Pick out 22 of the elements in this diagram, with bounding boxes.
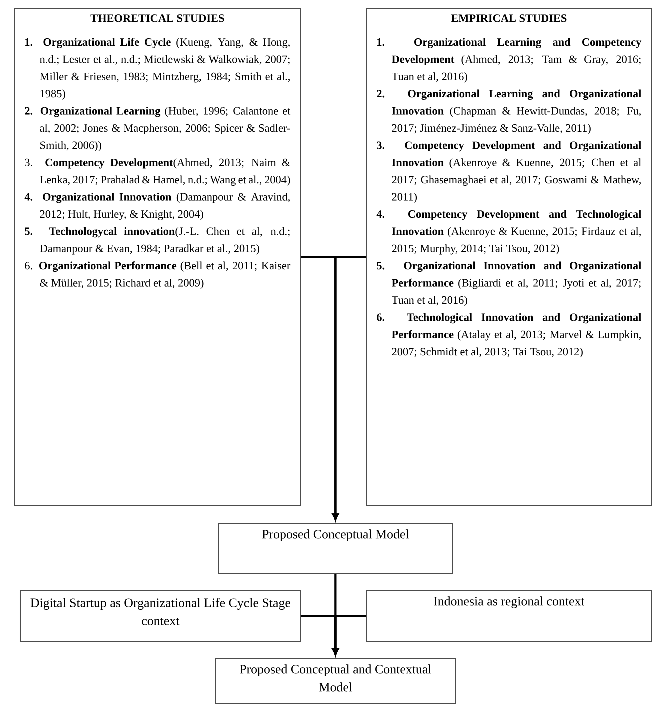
process-box: Proposed Conceptual Model: [218, 523, 454, 574]
heading: THEORETICAL STUDIES: [90, 14, 224, 22]
list-item: 6. Organizational Performance (Bell et al, 2011; Kaiser & Müller, 2015; Richard et al, 2009): [25, 262, 291, 290]
list-item: 5. Organizational Innovation and Organizational Performance (Bigliardi et al, 2011; Jyoti et al, 2017; Tuan et al, 2016): [377, 262, 642, 306]
list-item: 3. Competency Development(Ahmed, 2013; Naim & Lenka, 2017; Prahalad & Hamel, n.d.; Wang et al., 2004): [25, 158, 290, 186]
list-item: 4. Organizational Innovation (Damanpour & Aravind, 2012; Hult, Hurley, & Knight, 2004): [24, 192, 290, 220]
list-item: 3. Competency Development and Organizational Innovation (Akenroye & Kuenne, 2015; Chen et al 2017; Ghasemaghaei et al, 2017; Goswami & Mathew, 2011): [377, 141, 642, 204]
list-item: 6. Technological Innovation and Organizational Performance (Atalay et al, 2013; Marvel & Lumpkin, 2007; Schmidt et al, 2013; Tai Tsou, 2012): [377, 313, 642, 358]
heading: EMPIRICAL STUDIES: [451, 14, 567, 22]
list-item: 5. Technologycal innovation(J.-L. Chen et al, n.d.; Damanpour & Evan, 1984; Paradkar et al., 2015): [25, 227, 290, 255]
list-item: 1. Organizational Learning and Competency Development (Ahmed, 2013; Tam & Gray, 2016; Tuan et al, 2016): [378, 38, 642, 83]
process-box: Digital Startup as Organizational Life Cycle Stage context: [20, 590, 302, 642]
list-item: 1. Organizational Life Cycle (Kueng, Yang, & Hong, n.d.; Lester et al., n.d.; Mietlewski & Walkowiak, 2007; Miller & Friesen, 1983; Mintzberg, 1984; Smith et al., 1985): [26, 38, 290, 100]
studies-box: [366, 8, 652, 506]
process-box: Proposed Conceptual and Contextual Model: [215, 658, 456, 704]
studies-box: [14, 8, 302, 506]
list-item: 2. Organizational Learning and Organizational Innovation (Chapman & Hewitt-Dundas, 2018; Fu, 2017; Jiménez-Jiménez & Sanz-Valle, 2011): [377, 90, 642, 134]
arrow: [332, 615, 366, 656]
process-box: Indonesia as regional context: [366, 590, 652, 642]
arrow: [332, 256, 366, 521]
list-item: 2. Organizational Learning (Huber, 1996; Calantone et al, 2002; Jones & Macpherson, 2006; Spicer & Sadler-Smith, 2006)): [25, 106, 291, 152]
list-item: 4. Competency Development and Technological Innovation (Akenroye & Kuenne, 2015; Firdauz et al, 2015; Murphy, 2014; Tai Tsou, 2012): [376, 210, 642, 255]
